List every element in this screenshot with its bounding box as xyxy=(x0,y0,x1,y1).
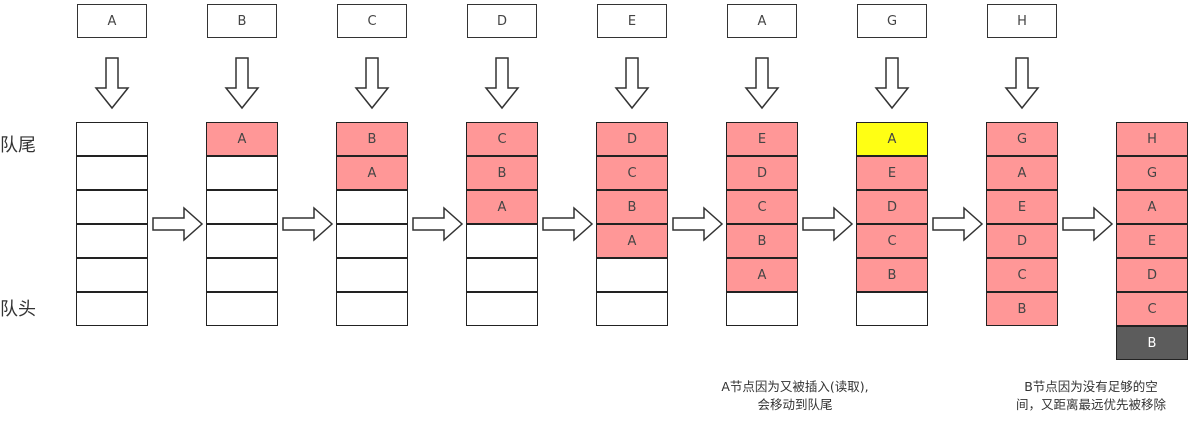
stack-4-cell-5 xyxy=(596,292,668,326)
stack-7-cell-3: D xyxy=(986,224,1058,258)
input-box-4: E xyxy=(597,4,667,38)
head-label: 队头 xyxy=(0,299,36,320)
stack-4-cell-0: D xyxy=(596,122,668,156)
right-arrow-icon-1 xyxy=(282,206,334,242)
stack-1-cell-5 xyxy=(206,292,278,326)
stack-5-cell-2: C xyxy=(726,190,798,224)
stack-4-cell-4 xyxy=(596,258,668,292)
stack-0-cell-0 xyxy=(76,122,148,156)
stack-2-cell-1: A xyxy=(336,156,408,190)
stack-6-cell-2: D xyxy=(856,190,928,224)
stack-8-cell-4: D xyxy=(1116,258,1188,292)
stack-7-cell-5: B xyxy=(986,292,1058,326)
down-arrow-icon-1 xyxy=(224,57,260,110)
right-arrow-icon-3 xyxy=(542,206,594,242)
input-box-5: A xyxy=(727,4,797,38)
right-arrow-icon-5 xyxy=(802,206,854,242)
input-box-7: H xyxy=(987,4,1057,38)
input-box-6: G xyxy=(857,4,927,38)
note-b-line-2: 间，又距离最远优先被移除 xyxy=(1015,397,1166,412)
stack-2-cell-5 xyxy=(336,292,408,326)
stack-2-cell-0: B xyxy=(336,122,408,156)
stack-5-cell-5 xyxy=(726,292,798,326)
stack-8-cell-0: H xyxy=(1116,122,1188,156)
stack-4-cell-2: B xyxy=(596,190,668,224)
stack-7-cell-1: A xyxy=(986,156,1058,190)
stack-0-cell-2 xyxy=(76,190,148,224)
down-arrow-icon-7 xyxy=(1004,57,1040,110)
stack-3-cell-5 xyxy=(466,292,538,326)
stack-2-cell-4 xyxy=(336,258,408,292)
note-a-moved: A节点因为又被插入(读取), 会移动到队尾 xyxy=(695,378,895,414)
stack-1-cell-4 xyxy=(206,258,278,292)
stack-0-cell-5 xyxy=(76,292,148,326)
right-arrow-icon-0 xyxy=(152,206,204,242)
stack-5-cell-4: A xyxy=(726,258,798,292)
stack-6-cell-1: E xyxy=(856,156,928,190)
stack-2-cell-3 xyxy=(336,224,408,258)
note-a-line-1: A节点因为又被插入(读取), xyxy=(721,379,869,394)
stack-6-cell-0: A xyxy=(856,122,928,156)
stack-8-cell-2: A xyxy=(1116,190,1188,224)
stack-6-cell-3: C xyxy=(856,224,928,258)
stack-7-cell-4: C xyxy=(986,258,1058,292)
tail-label: 队尾 xyxy=(0,135,36,156)
stack-5-cell-0: E xyxy=(726,122,798,156)
down-arrow-icon-4 xyxy=(614,57,650,110)
stack-1-cell-3 xyxy=(206,224,278,258)
stack-1-cell-0: A xyxy=(206,122,278,156)
stack-6-cell-4: B xyxy=(856,258,928,292)
stack-6-cell-5 xyxy=(856,292,928,326)
stack-4-cell-3: A xyxy=(596,224,668,258)
down-arrow-icon-5 xyxy=(744,57,780,110)
stack-3-cell-4 xyxy=(466,258,538,292)
right-arrow-icon-7 xyxy=(1062,206,1114,242)
stack-0-cell-1 xyxy=(76,156,148,190)
input-box-2: C xyxy=(337,4,407,38)
note-a-line-2: 会移动到队尾 xyxy=(757,397,833,412)
stack-3-cell-2: A xyxy=(466,190,538,224)
stack-5-cell-3: B xyxy=(726,224,798,258)
right-arrow-icon-4 xyxy=(672,206,724,242)
right-arrow-icon-2 xyxy=(412,206,464,242)
stack-8-cell-6: B xyxy=(1116,326,1188,360)
stack-8-cell-1: G xyxy=(1116,156,1188,190)
stack-4-cell-1: C xyxy=(596,156,668,190)
input-box-0: A xyxy=(77,4,147,38)
stack-1-cell-2 xyxy=(206,190,278,224)
input-box-1: B xyxy=(207,4,277,38)
note-b-evicted: B节点因为没有足够的空 间，又距离最远优先被移除 xyxy=(985,378,1197,414)
stack-8-cell-3: E xyxy=(1116,224,1188,258)
stack-0-cell-3 xyxy=(76,224,148,258)
input-box-3: D xyxy=(467,4,537,38)
down-arrow-icon-6 xyxy=(874,57,910,110)
stack-3-cell-1: B xyxy=(466,156,538,190)
right-arrow-icon-6 xyxy=(932,206,984,242)
down-arrow-icon-2 xyxy=(354,57,390,110)
down-arrow-icon-0 xyxy=(94,57,130,110)
down-arrow-icon-3 xyxy=(484,57,520,110)
stack-7-cell-0: G xyxy=(986,122,1058,156)
stack-0-cell-4 xyxy=(76,258,148,292)
stack-3-cell-0: C xyxy=(466,122,538,156)
stack-8-cell-5: C xyxy=(1116,292,1188,326)
stack-3-cell-3 xyxy=(466,224,538,258)
stack-2-cell-2 xyxy=(336,190,408,224)
note-b-line-1: B节点因为没有足够的空 xyxy=(1024,379,1158,394)
stack-5-cell-1: D xyxy=(726,156,798,190)
stack-1-cell-1 xyxy=(206,156,278,190)
stack-7-cell-2: E xyxy=(986,190,1058,224)
